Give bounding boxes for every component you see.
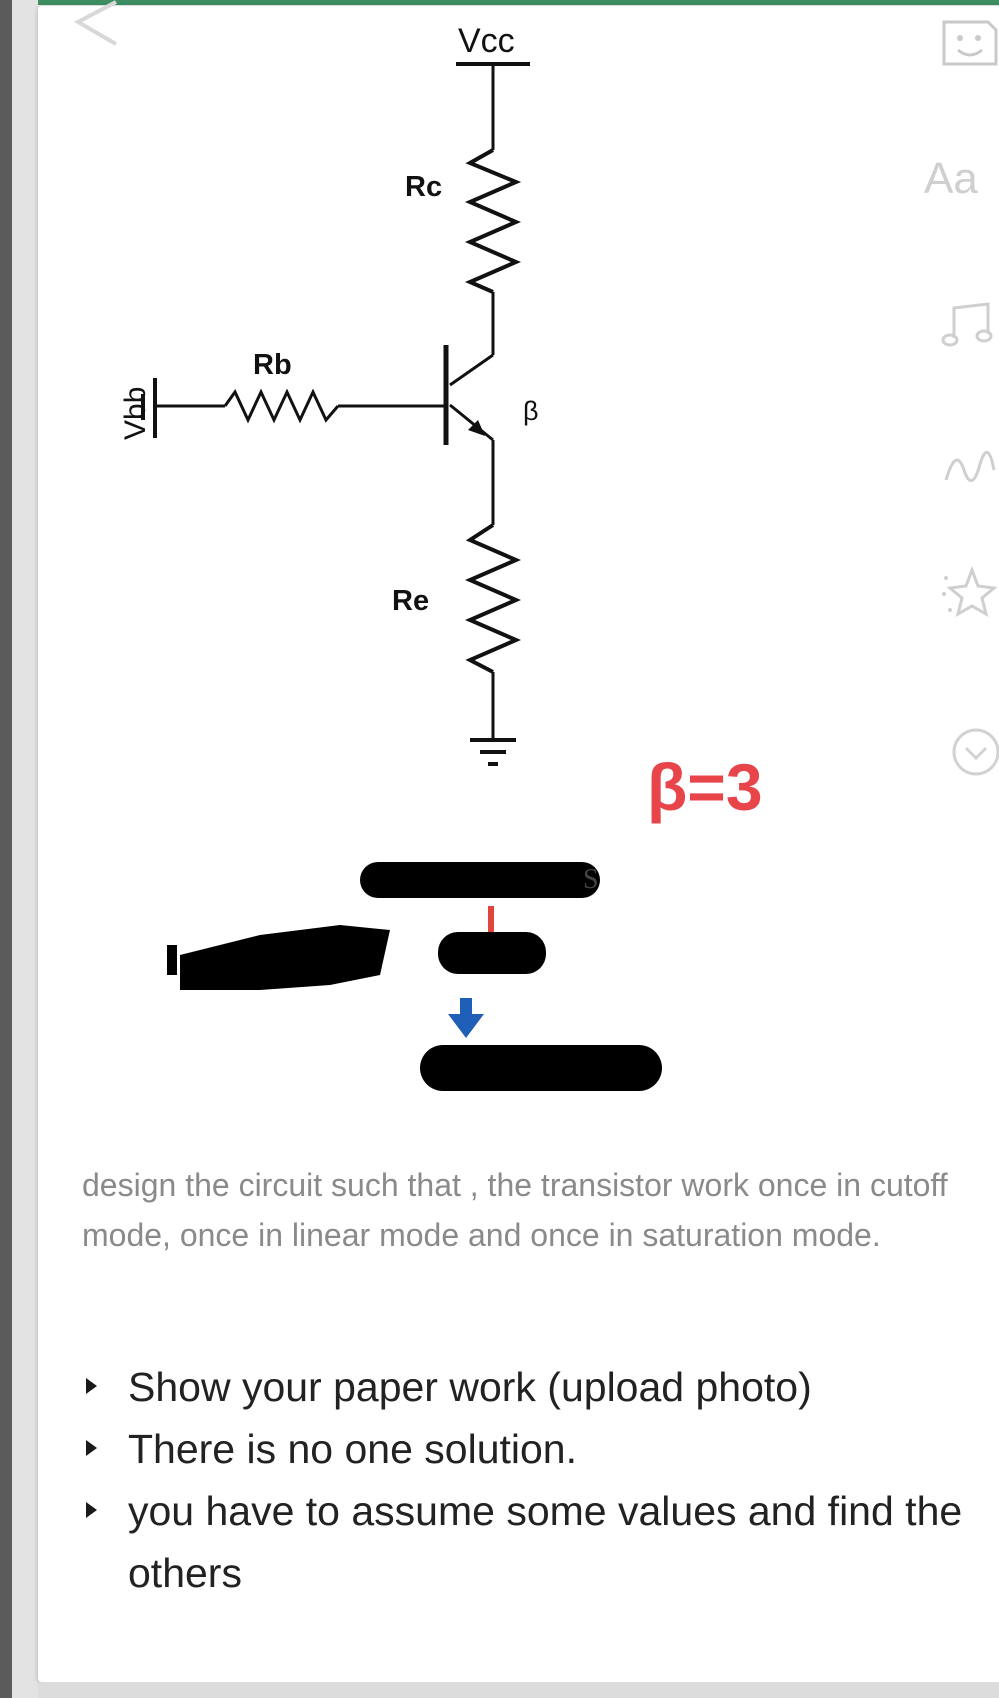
bullet-text: you have to assume some values and find … bbox=[128, 1488, 963, 1596]
svg-text:S: S bbox=[583, 864, 599, 895]
bullet-text: There is no one solution. bbox=[128, 1426, 577, 1472]
font-icon-label: Aa bbox=[924, 154, 978, 203]
re-label: Re bbox=[392, 585, 429, 617]
back-chevron-icon[interactable] bbox=[66, 0, 126, 50]
draw-icon[interactable] bbox=[940, 440, 999, 490]
rc-label: Rc bbox=[405, 171, 442, 203]
down-arrow-icon bbox=[448, 998, 484, 1038]
requirements-list: Show your paper work (upload photo) Ther… bbox=[82, 1356, 982, 1604]
transistor-circuit-diagram: Vcc Rc Rb Re β Vbb β=3 S bbox=[119, 22, 763, 1091]
emitter-arrow bbox=[468, 420, 485, 436]
red-marker-tick bbox=[488, 906, 494, 932]
bullet-icon bbox=[86, 1440, 97, 1456]
expand-chevron-icon[interactable] bbox=[950, 726, 999, 778]
list-item: Show your paper work (upload photo) bbox=[82, 1356, 982, 1418]
beta-symbol-label: β bbox=[523, 396, 539, 426]
redaction-marks: S bbox=[167, 862, 662, 1091]
bullet-icon bbox=[86, 1378, 97, 1394]
top-accent-line bbox=[0, 0, 999, 5]
music-icon[interactable] bbox=[940, 300, 999, 350]
bullet-icon bbox=[86, 1502, 97, 1518]
list-item: you have to assume some values and find … bbox=[82, 1480, 982, 1604]
beta-value-label: β=3 bbox=[647, 750, 763, 824]
font-icon[interactable]: Aa bbox=[924, 154, 978, 204]
left-gutter bbox=[12, 0, 38, 1698]
sticker-icon[interactable] bbox=[936, 14, 999, 72]
bullet-text: Show your paper work (upload photo) bbox=[128, 1364, 812, 1410]
list-item: There is no one solution. bbox=[82, 1418, 982, 1480]
vbb-label: Vbb bbox=[119, 387, 152, 440]
card-bottom-edge bbox=[38, 1682, 999, 1698]
effects-icon[interactable] bbox=[938, 564, 999, 624]
vcc-label: Vcc bbox=[458, 22, 515, 60]
question-card bbox=[38, 6, 999, 1682]
left-edge-bar bbox=[0, 0, 12, 1698]
rb-label: Rb bbox=[253, 349, 292, 381]
question-text: design the circuit such that , the trans… bbox=[82, 1167, 948, 1253]
